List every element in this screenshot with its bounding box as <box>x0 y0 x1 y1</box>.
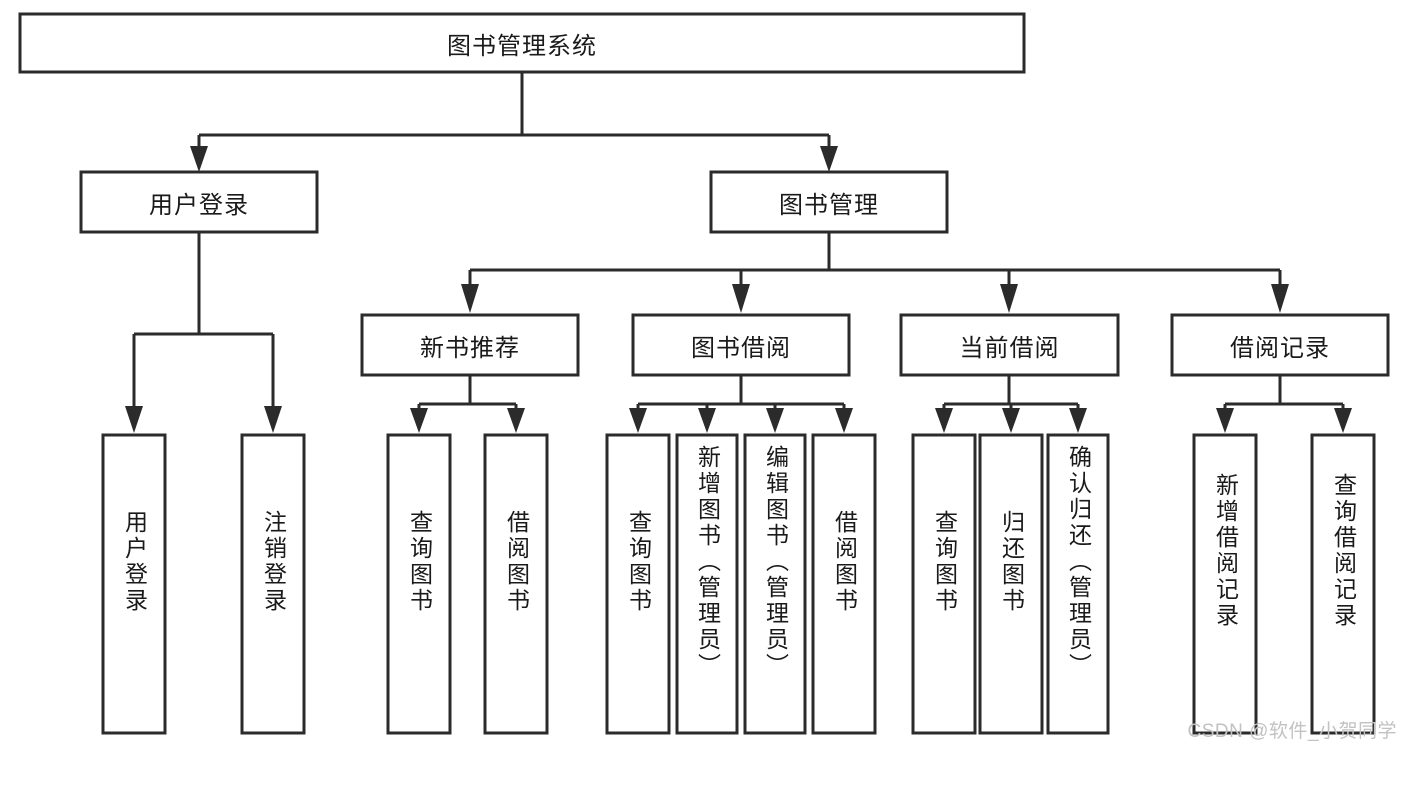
node-boxes <box>18 12 1390 735</box>
node-leaf-return-book[interactable] <box>978 433 1044 735</box>
node-leaf-add-borrow-record[interactable] <box>1192 433 1258 735</box>
node-leaf-query-book-borrow[interactable] <box>605 433 671 735</box>
arrow-head-leaf-query-borrow-record <box>1334 408 1352 433</box>
node-leaf-user-logout[interactable] <box>240 433 306 735</box>
arrow-head-leaf-add-borrow-record <box>1216 408 1234 433</box>
node-root[interactable] <box>18 12 1026 74</box>
arrow-head-book-borrow <box>732 284 750 313</box>
node-leaf-confirm-return-admin[interactable] <box>1046 433 1110 735</box>
flowchart-canvas: 图书管理系统 用户登录 图书管理 新书推荐 图书借阅 当前借阅 借阅记录 用户登… <box>18 12 1397 742</box>
node-leaf-edit-book-admin[interactable] <box>743 433 807 735</box>
node-book-borrow[interactable] <box>631 313 851 377</box>
node-leaf-borrow-book[interactable] <box>811 433 877 735</box>
arrow-head-leaf-borrow-book <box>835 408 853 433</box>
node-leaf-query-book-cur[interactable] <box>911 433 977 735</box>
node-user-login[interactable] <box>79 170 319 234</box>
arrow-head-leaf-query-book-rec <box>410 408 428 433</box>
arrow-head-leaf-user-login <box>125 406 143 433</box>
csdn-watermark: CSDN @软件_小贺同学 <box>1187 721 1397 742</box>
node-leaf-add-book-admin[interactable] <box>675 433 739 735</box>
arrow-head-user-login <box>190 146 208 172</box>
node-book-manage[interactable] <box>709 170 949 234</box>
node-new-book-rec[interactable] <box>360 313 580 377</box>
arrow-head-leaf-edit-book-admin <box>766 408 784 433</box>
arrow-head-book-manage <box>820 146 838 172</box>
arrow-head-leaf-query-book-borrow <box>629 408 647 433</box>
arrow-head-leaf-user-logout <box>264 406 282 433</box>
arrow-head-leaf-add-book-admin <box>698 408 716 433</box>
node-borrow-record[interactable] <box>1170 313 1390 377</box>
connectors <box>125 72 1352 433</box>
node-leaf-query-borrow-record[interactable] <box>1310 433 1376 735</box>
arrow-head-leaf-borrow-book-rec <box>507 408 525 433</box>
arrow-head-leaf-return-book <box>1002 408 1020 433</box>
arrow-head-leaf-confirm-return-admin <box>1069 408 1087 433</box>
node-current-borrow[interactable] <box>899 313 1120 377</box>
arrow-head-new-book-rec <box>461 284 479 313</box>
node-leaf-user-login[interactable] <box>101 433 167 735</box>
arrow-head-leaf-query-book-cur <box>935 408 953 433</box>
flowchart-svg <box>18 12 1390 735</box>
arrow-head-current-borrow <box>1000 284 1018 313</box>
arrow-head-borrow-record <box>1271 284 1289 313</box>
node-leaf-borrow-book-rec[interactable] <box>483 433 549 735</box>
node-leaf-query-book-rec[interactable] <box>386 433 452 735</box>
